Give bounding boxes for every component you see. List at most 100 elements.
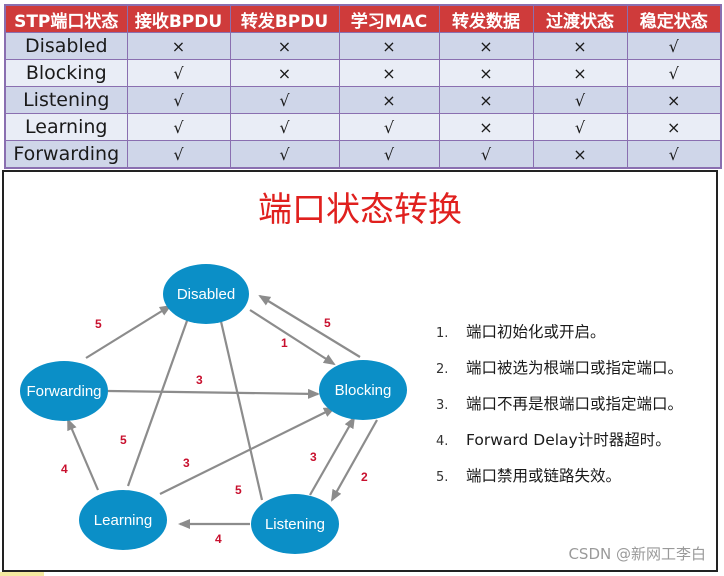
table-cell: √: [626, 140, 722, 169]
transition-arrows: [66, 294, 378, 529]
table-cell: ×: [438, 32, 534, 60]
legend-number: 5.: [436, 470, 449, 485]
node-blocking-ellipse: [319, 360, 407, 420]
table-cell: ×: [438, 59, 534, 87]
legend-item: 5. 端口禁用或链路失效。: [436, 464, 683, 500]
node-disabled-label: Disabled: [177, 286, 235, 303]
state-nodes: Disabled Blocking Forwarding Learning Li…: [20, 264, 407, 554]
table-cell: ×: [532, 140, 628, 169]
table-cell: √: [229, 86, 340, 114]
node-learning-ellipse: [79, 490, 167, 550]
header-forward-bpdu: 转发BPDU: [229, 4, 340, 33]
edge-label: 1: [281, 336, 288, 350]
table-cell: √: [126, 140, 231, 169]
table-cell: √: [626, 32, 722, 60]
arrow-listening-to-disabled: [214, 302, 264, 501]
node-learning: Learning: [79, 490, 167, 550]
table-cell: √: [626, 59, 722, 87]
legend-item: 2. 端口被选为根端口或指定端口。: [436, 356, 683, 392]
node-learning-label: Learning: [94, 512, 152, 529]
state-transition-panel: 端口状态转换 5 1 5 3 5 4 3: [2, 170, 718, 572]
node-disabled: Disabled: [163, 264, 249, 324]
legend-number: 4.: [436, 434, 449, 449]
stp-port-state-table: STP端口状态 接收BPDU 转发BPDU 学习MAC 转发数据 过渡状态 稳定…: [4, 4, 722, 169]
table-cell: ×: [438, 113, 534, 141]
header-transition-state: 过渡状态: [532, 4, 628, 33]
table-cell-state: Forwarding: [4, 140, 128, 169]
table-cell-state: Listening: [4, 86, 128, 114]
legend-item: 3.端口不再是根端口或指定端口。: [436, 392, 683, 428]
table-cell: √: [338, 140, 440, 169]
node-blocking: Blocking: [319, 360, 407, 420]
node-disabled-ellipse: [163, 264, 249, 324]
table-row: Listening √ √ × × √ ×: [4, 86, 722, 114]
legend-number: 3.: [436, 398, 449, 413]
transition-labels: 5 1 5 3 5 4 3 5 3 2 4: [61, 316, 368, 546]
table-cell: √: [126, 59, 231, 87]
edge-label: 3: [183, 456, 190, 470]
arrow-learning-to-forwarding: [66, 418, 100, 491]
legend-text: Forward Delay计时器超时。: [466, 431, 671, 449]
legend-text: 端口被选为根端口或指定端口。: [466, 359, 684, 377]
arrow-learning-to-blocking: [159, 407, 336, 495]
header-stp-port-state: STP端口状态: [4, 4, 128, 33]
edge-label: 5: [235, 483, 242, 497]
node-forwarding-ellipse: [20, 361, 108, 421]
table-cell: ×: [532, 32, 628, 60]
legend-item: 4. Forward Delay计时器超时。: [436, 428, 683, 464]
table-cell: √: [532, 86, 628, 114]
edge-label: 2: [361, 470, 368, 484]
arrow-blocking-to-listening: [331, 419, 378, 502]
table-header-row: STP端口状态 接收BPDU 转发BPDU 学习MAC 转发数据 过渡状态 稳定…: [4, 4, 722, 33]
node-blocking-label: Blocking: [335, 382, 392, 399]
node-listening: Listening: [251, 494, 339, 554]
header-receive-bpdu: 接收BPDU: [126, 4, 231, 33]
table-cell: ×: [338, 86, 440, 114]
edge-label: 5: [120, 433, 127, 447]
table-cell: ×: [338, 32, 440, 60]
legend-text: 端口初始化或开启。: [466, 323, 606, 341]
table-cell: √: [126, 113, 231, 141]
table-cell: √: [438, 140, 534, 169]
legend-text: 端口禁用或链路失效。: [466, 467, 622, 485]
arrow-blocking-to-disabled: [258, 294, 361, 358]
header-learn-mac: 学习MAC: [338, 4, 440, 33]
edge-label: 5: [324, 316, 331, 330]
table-cell: √: [229, 113, 340, 141]
node-listening-ellipse: [251, 494, 339, 554]
table-cell: √: [126, 86, 231, 114]
table-cell-state: Disabled: [4, 32, 128, 60]
arrow-disabled-to-blocking: [249, 309, 336, 366]
table-cell: ×: [229, 59, 340, 87]
legend-item: 1. 端口初始化或开启。: [436, 320, 683, 356]
table-row: Disabled × × × × × √: [4, 32, 722, 60]
node-forwarding: Forwarding: [20, 361, 108, 421]
edge-label: 3: [310, 450, 317, 464]
edge-label: 4: [61, 462, 68, 476]
table-row: Learning √ √ √ × √ ×: [4, 113, 722, 141]
table-cell: √: [338, 113, 440, 141]
legend-number: 2.: [436, 362, 449, 377]
table-cell: √: [532, 113, 628, 141]
node-forwarding-label: Forwarding: [26, 383, 101, 400]
table-row: Blocking √ × × × × √: [4, 59, 722, 87]
state-transition-diagram: 5 1 5 3 5 4 3 5 3 2 4 Disabled Blocking …: [20, 264, 407, 554]
table-cell: ×: [626, 86, 722, 114]
table-cell-state: Learning: [4, 113, 128, 141]
arrow-forwarding-to-blocking: [107, 388, 320, 399]
table-cell: ×: [438, 86, 534, 114]
header-forward-data: 转发数据: [438, 4, 534, 33]
legend-number: 1.: [436, 326, 449, 341]
diagram-title: 端口状态转换: [258, 190, 462, 230]
header-stable-state: 稳定状态: [626, 4, 722, 33]
watermark: CSDN @新网工李白: [568, 545, 706, 563]
table-cell: ×: [532, 59, 628, 87]
arrow-forwarding-to-disabled: [85, 304, 172, 359]
arrow-learning-to-disabled: [126, 302, 195, 487]
edge-label: 4: [215, 532, 222, 546]
transition-legend: 1. 端口初始化或开启。 2. 端口被选为根端口或指定端口。 3.端口不再是根端口或…: [436, 320, 683, 500]
edge-label: 5: [95, 317, 102, 331]
table-cell: ×: [338, 59, 440, 87]
edge-label: 3: [196, 373, 203, 387]
table-cell: ×: [626, 113, 722, 141]
